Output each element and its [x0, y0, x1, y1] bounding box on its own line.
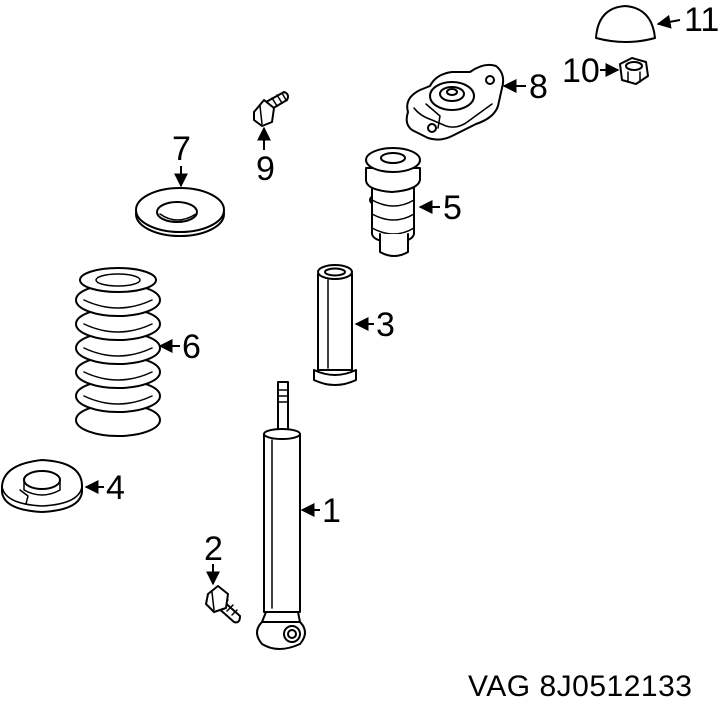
callout-leaders: [84, 14, 681, 586]
coil-spring-part-6: [75, 267, 161, 437]
shock-absorber-part-1: [256, 381, 306, 650]
leader-11: [656, 14, 681, 29]
bump-stop-part-5: [365, 147, 421, 257]
spring-seat-pad-part-7: [135, 187, 225, 237]
strut-mount-part-8: [405, 63, 505, 141]
dust-cap-part-11: [595, 5, 656, 43]
bolt-part-9: [253, 91, 289, 127]
callout-9: 9: [256, 150, 275, 188]
callout-5: 5: [443, 189, 462, 227]
lower-bolt-part-2: [205, 585, 241, 624]
callout-8: 8: [529, 68, 548, 106]
part-number-label: VAG 8J0512133: [468, 670, 693, 703]
lower-spring-seat-part-4: [1, 459, 83, 513]
callout-7: 7: [172, 130, 191, 168]
nut-part-10: [619, 57, 649, 85]
callout-10: 10: [562, 52, 600, 90]
callout-1: 1: [322, 492, 341, 530]
callout-2: 2: [204, 530, 223, 568]
callout-labels: 1 2 3 4 5 6 7 8 9 10 11: [106, 1, 719, 568]
callout-6: 6: [182, 328, 201, 366]
callout-11: 11: [684, 1, 719, 39]
callout-3: 3: [376, 306, 395, 344]
callout-4: 4: [106, 469, 125, 507]
dust-boot-part-3: [313, 264, 357, 386]
